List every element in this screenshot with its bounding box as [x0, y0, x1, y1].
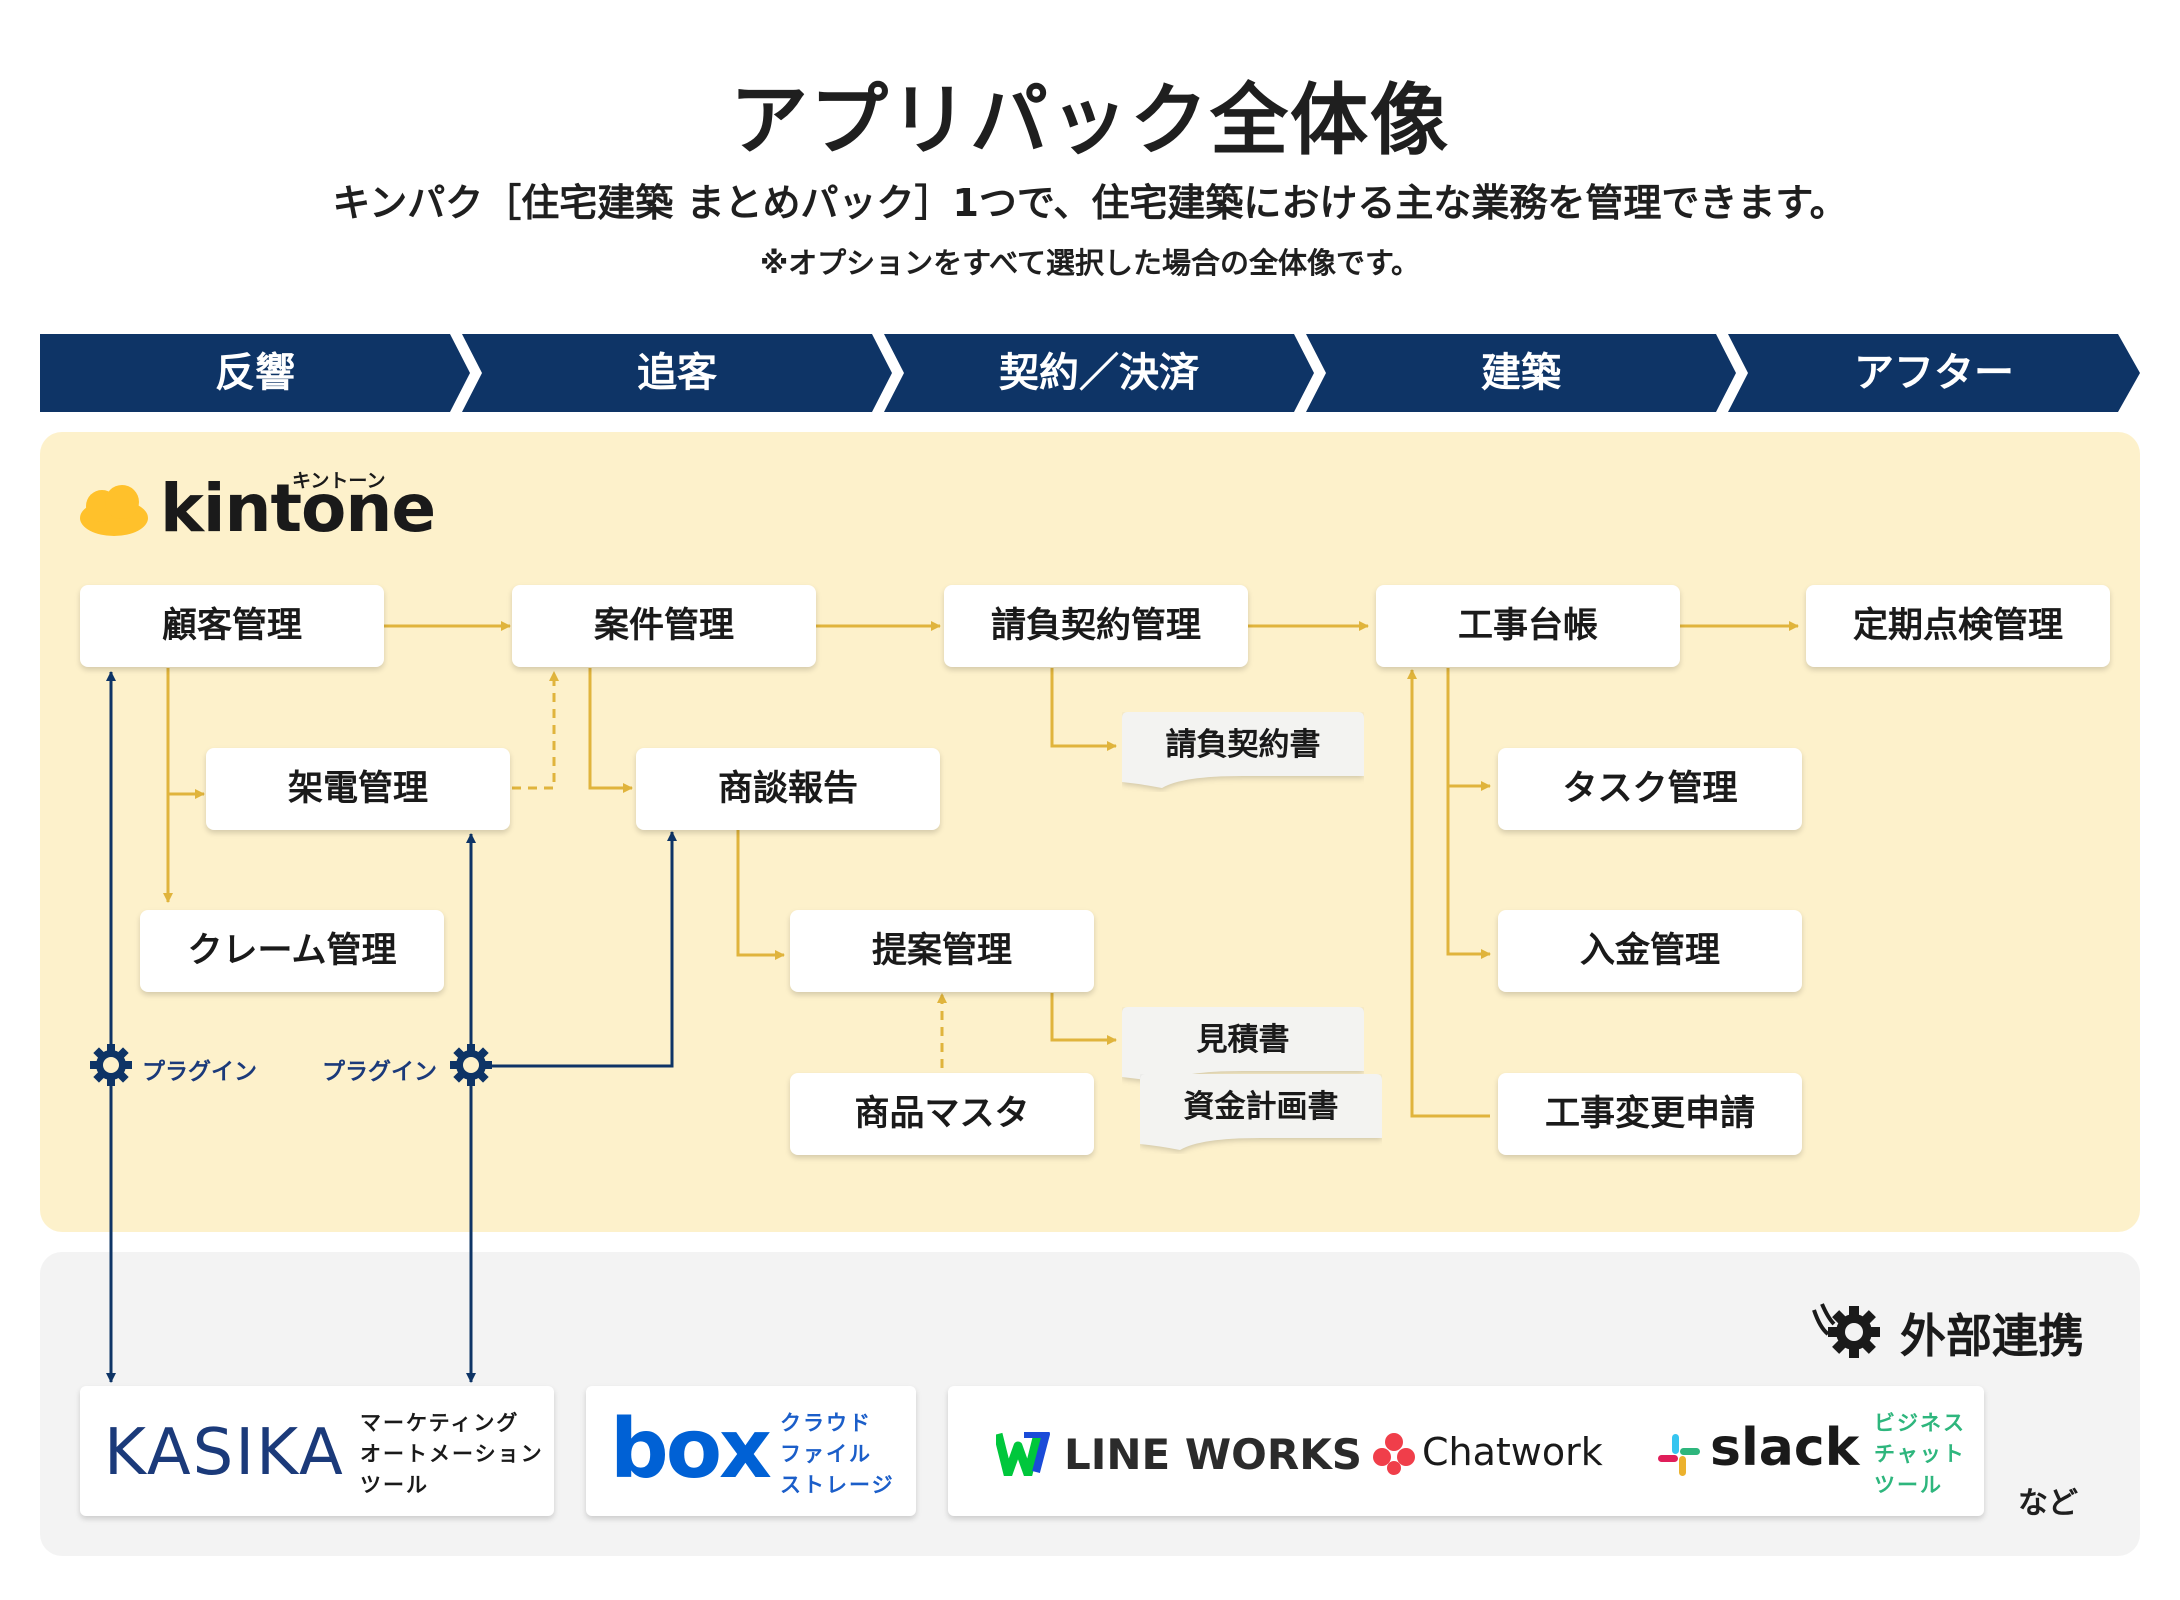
page-note: ※オプションをすべて選択した場合の全体像です。 — [759, 246, 1421, 280]
doc-funding: 資金計画書 — [1140, 1074, 1382, 1150]
kintone-logo: kintone — [160, 470, 436, 547]
doc-contract-label: 請負契約書 — [1165, 727, 1321, 763]
phase-chevron-2 — [462, 334, 892, 412]
app-claim: クレーム管理 — [140, 910, 444, 992]
page-title: アプリパック全体像 — [729, 76, 1450, 166]
app-case: 案件管理 — [512, 585, 816, 667]
app-customer: 顧客管理 — [80, 585, 384, 667]
kasika-description: マーケティング オートメーション ツール — [360, 1411, 544, 1497]
doc-estimate-label: 見積書 — [1196, 1022, 1290, 1058]
kintone-logo-kana: キントーン — [292, 470, 386, 492]
phase-label-2: 追客 — [637, 350, 717, 396]
phase-label-1: 反響 — [215, 350, 295, 396]
plugin-label: プラグイン — [142, 1059, 257, 1085]
box-description: クラウド ファイル ストレージ — [780, 1411, 895, 1497]
app-proposal: 提案管理 — [790, 910, 1094, 992]
doc-contract: 請負契約書 — [1122, 712, 1364, 788]
phase-chevron-1 — [40, 334, 470, 412]
slack-description: ビジネス チャット ツール — [1874, 1411, 1966, 1497]
chatwork-logo: Chatwork — [1422, 1430, 1603, 1474]
doc-funding-label: 資金計画書 — [1183, 1089, 1339, 1125]
app-contract: 請負契約管理 — [944, 585, 1248, 667]
integration-gear-icon — [1812, 1303, 1880, 1358]
phase-label-5: アフター — [1854, 350, 2014, 396]
app-call: 架電管理 — [206, 748, 510, 830]
doc-estimate: 見積書 — [1122, 1007, 1364, 1083]
phase-label-3: 契約／決済 — [999, 350, 1199, 396]
etc-label: など — [2018, 1486, 2078, 1521]
phase-chevron-4 — [1306, 334, 1736, 412]
app-task: タスク管理 — [1498, 748, 1802, 830]
app-payment: 入金管理 — [1498, 910, 1802, 992]
plugin-label: プラグイン — [322, 1059, 437, 1085]
phase-bar — [40, 334, 2140, 412]
external-heading: 外部連携 — [1900, 1309, 2084, 1363]
phase-chevron-5 — [1728, 334, 2140, 412]
plugin-gear-icon — [450, 1044, 492, 1086]
slack-icon — [1658, 1434, 1700, 1476]
kintone-cloud-icon — [80, 485, 148, 536]
line-works-icon — [996, 1432, 1050, 1476]
app-inspection: 定期点検管理 — [1806, 585, 2110, 667]
app-product: 商品マスタ — [790, 1073, 1094, 1155]
box-logo: box — [610, 1402, 772, 1497]
line-works-logo: LINE WORKS — [1064, 1430, 1363, 1479]
kasika-logo: KASIKA — [104, 1416, 345, 1490]
app-ledger: 工事台帳 — [1376, 585, 1680, 667]
kasika-card — [80, 1386, 554, 1516]
app-change: 工事変更申請 — [1498, 1073, 1802, 1155]
phase-chevron-3 — [884, 334, 1314, 412]
phase-label-4: 建築 — [1481, 350, 1561, 396]
box-card — [586, 1386, 916, 1516]
app-meeting: 商談報告 — [636, 748, 940, 830]
chat-tools-card — [948, 1386, 1984, 1516]
chatwork-icon — [1373, 1433, 1415, 1475]
slack-logo: slack — [1710, 1418, 1860, 1478]
plugin-gear-icon — [90, 1044, 132, 1086]
page-subtitle: キンパク［住宅建築 まとめパック］1つで、住宅建築における主な業務を管理できます… — [332, 181, 1848, 225]
